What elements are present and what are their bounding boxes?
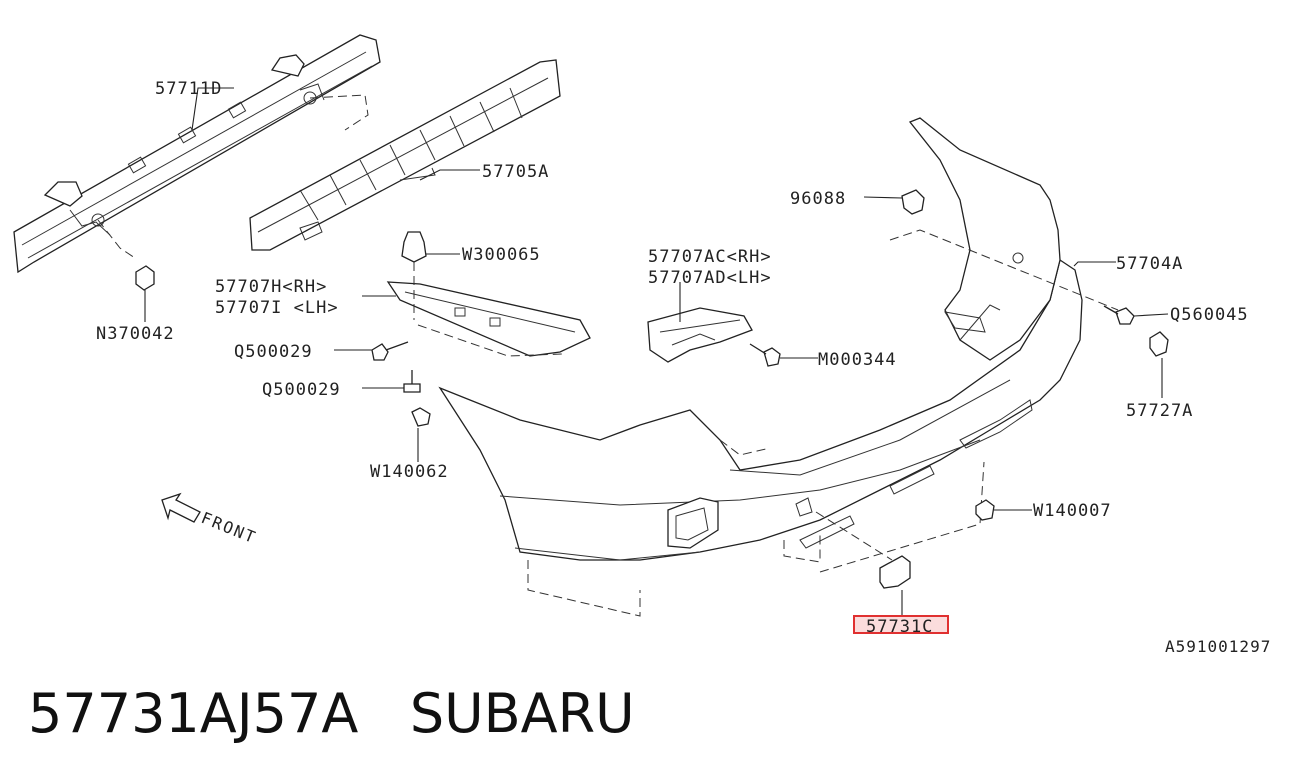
label-q560045: Q560045 <box>1170 305 1249 325</box>
tow-hook-cover <box>879 555 911 589</box>
fasteners <box>135 189 1169 521</box>
highlighted-part: 57731C <box>853 615 949 637</box>
caption: 57731AJ57A SUBARU <box>28 682 635 745</box>
label-q500029-lower: Q500029 <box>262 380 341 400</box>
label-57707ac: 57707AC<RH> <box>648 247 772 267</box>
clip-w300065 <box>401 231 427 320</box>
label-n370042: N370042 <box>96 324 175 344</box>
highlight-box <box>853 615 949 634</box>
label-57727a: 57727A <box>1126 401 1193 421</box>
label-57711d: 57711D <box>155 79 222 99</box>
label-57707h: 57707H<RH> <box>215 277 327 297</box>
bumper-face <box>438 117 1119 617</box>
label-w140062: W140062 <box>370 462 449 482</box>
energy-absorber <box>249 59 561 251</box>
front-label: FRONT <box>199 508 260 547</box>
leader-lines <box>144 87 1169 618</box>
label-57707ad: 57707AD<LH> <box>648 268 772 288</box>
diagram-reference-code: A591001297 <box>1165 637 1271 656</box>
label-q500029-upper: Q500029 <box>234 342 313 362</box>
side-bracket-right <box>647 307 753 363</box>
front-arrow: FRONT <box>161 492 260 548</box>
label-96088: 96088 <box>790 189 846 209</box>
label-m000344: M000344 <box>818 350 897 370</box>
label-57705a: 57705A <box>482 162 549 182</box>
part-labels: 57711D 57705A W300065 57707H<RH> 57707I … <box>96 79 1249 521</box>
reinforcement-beam <box>13 34 381 274</box>
label-w300065: W300065 <box>462 245 541 265</box>
label-57707i: 57707I <LH> <box>215 298 339 318</box>
label-57731c: 57731C <box>866 617 933 637</box>
caption-part-number: 57731AJ57A <box>28 682 359 745</box>
side-bracket-center <box>386 281 591 357</box>
caption-brand: SUBARU <box>409 682 635 745</box>
label-w140007: W140007 <box>1033 501 1112 521</box>
label-57704a: 57704A <box>1116 254 1183 274</box>
